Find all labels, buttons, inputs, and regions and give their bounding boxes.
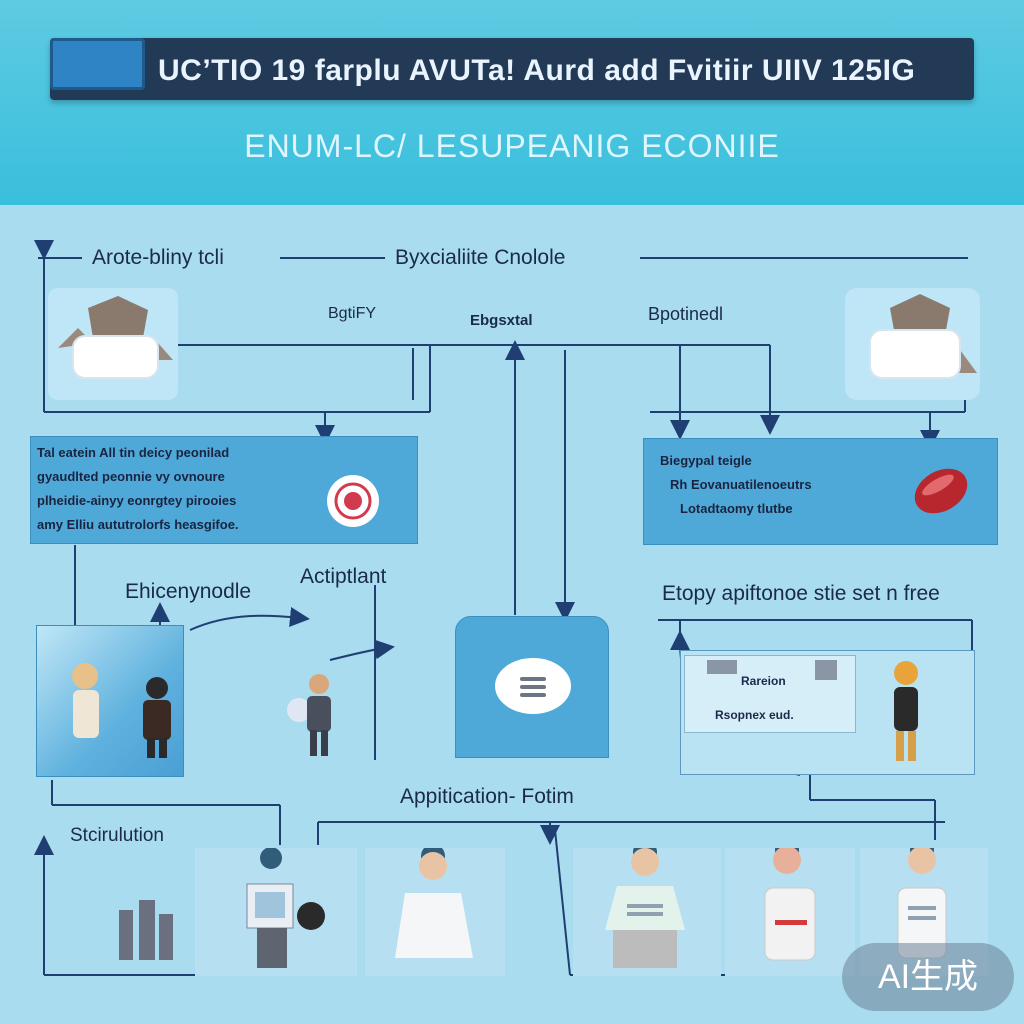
bottom-center-label: Appitication- Fotim	[400, 785, 574, 808]
header-band	[0, 0, 1024, 205]
mask-icon	[869, 294, 977, 379]
bottom-left-label: Stcirulution	[70, 825, 164, 846]
central-device	[455, 616, 609, 758]
sub-left-label: BgtiFY	[328, 305, 377, 322]
doctor-icon	[395, 844, 473, 958]
info-card: Rareion Rsopnex eud.	[684, 655, 856, 733]
left-info-panel: Tal eatein All tin deicy peonilad gyaudl…	[30, 436, 418, 544]
right-panel-line: Lotadtaomy tlutbe	[680, 501, 793, 516]
page-subtitle: ENUM-LC/ LESUPEANIG ECONIIE	[244, 128, 780, 164]
left-panel-line: plheidie-ainyy eonrgtey pirooies	[37, 493, 237, 508]
target-icon	[327, 475, 379, 527]
title-tab-icon	[50, 38, 145, 90]
right-image-panel: Rareion Rsopnex eud.	[680, 650, 975, 775]
top-center-label: Byxcialiite Cnolole	[395, 246, 566, 269]
mask-illustration-right	[845, 288, 980, 400]
card-square-icon	[707, 660, 737, 674]
top-left-label: Arote-bliny tcli	[92, 246, 224, 269]
mask-illustration-left	[48, 288, 178, 400]
bottom-tile	[725, 838, 855, 976]
right-panel-line: Rh Eovanuatilenoeutrs	[670, 477, 812, 492]
mid-center-label: Actiptlant	[300, 565, 387, 588]
card-square-icon	[815, 660, 837, 680]
title-bar	[50, 38, 974, 100]
person-icon	[894, 661, 918, 761]
doctor-icon	[764, 838, 816, 961]
right-panel-line: Biegypal teigle	[660, 453, 752, 468]
mask-icon	[58, 296, 173, 379]
bottom-tile	[573, 840, 721, 976]
left-panel-line: gyaudlted peonnie vy ovnoure	[37, 469, 225, 484]
bottom-tile	[195, 847, 357, 976]
doctor-icon	[605, 840, 685, 968]
sub-center-label: Ebgsxtal	[470, 312, 533, 329]
right-info-panel: Biegypal teigle Rh Eovanuatilenoeutrs Lo…	[643, 438, 998, 545]
mid-right-label: Etopy apiftonoe stie set n free	[662, 582, 940, 605]
mid-left-label: Ehicenynodle	[125, 580, 252, 603]
people-panel	[36, 625, 184, 777]
card-row-label: Rareion	[741, 674, 786, 688]
person-icon	[287, 674, 331, 756]
doctor-icon	[246, 847, 325, 968]
sub-right-label: Bpotinedl	[648, 304, 724, 324]
person-icon	[119, 900, 173, 960]
card-row-label: Rsopnex eud.	[715, 708, 794, 722]
left-panel-line: Tal eatein All tin deicy peonilad	[37, 445, 230, 460]
bottom-tile-small	[115, 870, 180, 970]
stack-icon	[495, 658, 571, 714]
pill-icon	[914, 468, 968, 514]
left-panel-line: amy Elliu aututrolorfs heasgifoe.	[37, 517, 239, 532]
page-title: UC’TIO 19 farplu AVUTa! Aurd add Fvitiir…	[158, 54, 916, 87]
person-icon	[72, 663, 171, 758]
bottom-tile	[365, 844, 505, 976]
ai-generated-badge: AI生成	[842, 943, 1014, 1011]
